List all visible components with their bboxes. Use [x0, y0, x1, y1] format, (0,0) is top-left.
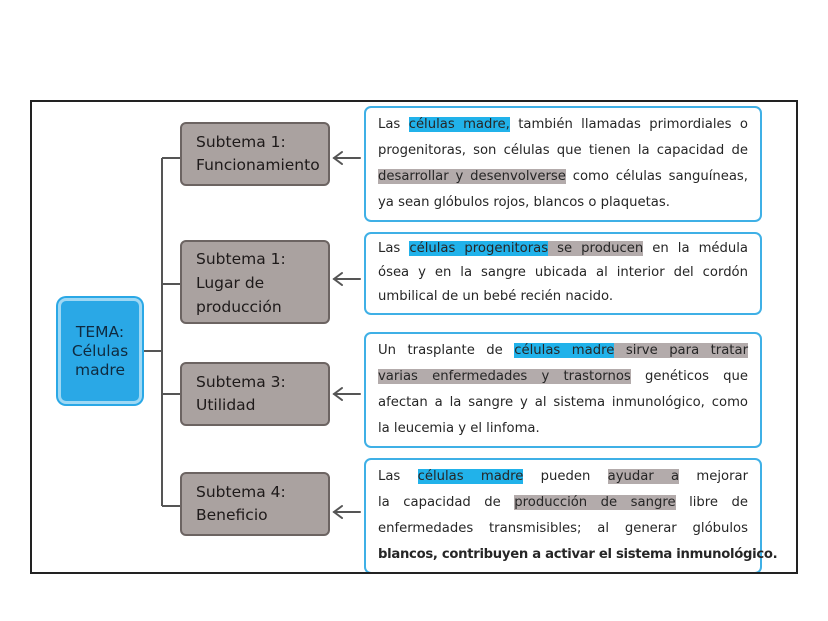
desc-text: Las: [378, 469, 418, 484]
highlight-gray: producción de sangre: [514, 495, 676, 510]
connector-lines: [142, 151, 361, 519]
highlight-gray: sirve para tratar: [614, 343, 748, 358]
subtopic-label: Utilidad: [196, 396, 256, 414]
desc-text: libre de: [675, 495, 749, 510]
desc-text: ya sean glóbulos rojos, blancos o plaque…: [378, 195, 670, 210]
desc-text: pueden: [523, 469, 608, 484]
subtopic-label: Lugar de: [196, 274, 265, 292]
arrow-left-icon: [332, 151, 361, 165]
desc-text: en la médula: [643, 241, 749, 256]
highlight-gray: varias enfermedades y trastornos: [378, 369, 631, 384]
desc-text: genéticos que: [630, 369, 748, 384]
subtopic-node-lugar-produccion: Subtema 1: Lugar de producción: [180, 240, 330, 324]
scribble-mark: [586, 572, 756, 574]
desc-text: progenitoras, son células que tienen la …: [378, 143, 748, 158]
subtopic-node-utilidad: Subtema 3: Utilidad: [180, 362, 330, 426]
subtopic-node-funcionamiento: Subtema 1: Funcionamiento: [180, 122, 330, 186]
arrow-left-icon: [332, 505, 361, 519]
desc-text: también llamadas primordiales o: [509, 117, 748, 132]
subtopic-title: Subtema 3:: [196, 373, 286, 391]
desc-text: Las: [378, 117, 409, 132]
highlight-blue: células madre: [514, 343, 615, 358]
highlight-gray: desarrollar y desenvolverse: [378, 169, 566, 184]
highlight-blue: células progenitoras: [409, 241, 549, 256]
subtopic-title: Subtema 1:: [196, 133, 286, 151]
description-box-utilidad: Un trasplante de células madre sirve par…: [364, 332, 762, 448]
topic-line: TEMA:: [75, 322, 125, 341]
highlight-blue: células madre: [417, 469, 524, 484]
topic-line: madre: [74, 360, 125, 379]
topic-line: Células: [71, 341, 129, 360]
subtopic-node-beneficio: Subtema 4: Beneficio: [180, 472, 330, 536]
subtopic-title: Subtema 1:: [196, 250, 286, 268]
desc-text: mejorar: [679, 469, 748, 484]
arrow-left-icon: [332, 272, 361, 286]
subtopic-label: producción: [196, 298, 282, 316]
highlight-gray: ayudar a: [607, 469, 680, 484]
desc-text: la leucemia y el linfoma.: [378, 421, 540, 436]
main-topic-node: TEMA: Células madre: [58, 298, 142, 404]
description-box-lugar-produccion: Las células progenitoras se producen en …: [364, 232, 762, 315]
desc-text: ósea y en la sangre ubicada al interior …: [378, 265, 748, 280]
subtopic-label: Beneficio: [196, 506, 268, 524]
highlight-blue: células madre,: [408, 117, 510, 132]
desc-text: Las: [378, 241, 410, 256]
desc-text: como células sanguíneas,: [565, 169, 748, 184]
description-box-beneficio: Las células madre pueden ayudar a mejora…: [364, 458, 778, 572]
concept-map-frame: TEMA: Células madre Subtema 1: Funcionam…: [30, 100, 798, 574]
desc-text: enfermedades transmisibles; al generar g…: [378, 521, 748, 536]
desc-text: la capacidad de: [378, 495, 515, 510]
desc-text: umbilical de un bebé recién nacido.: [378, 289, 614, 304]
subtopic-title: Subtema 4:: [196, 483, 286, 501]
arrow-left-icon: [332, 387, 361, 401]
description-box-funcionamiento: Las células madre, también llamadas prim…: [364, 106, 762, 222]
highlight-gray: se producen: [548, 241, 644, 256]
desc-text: blancos, contribuyen a activar el sistem…: [378, 547, 778, 562]
desc-text: afectan a la sangre y al sistema inmunol…: [378, 395, 748, 410]
subtopic-label: Funcionamiento: [196, 156, 320, 174]
desc-text: Un trasplante de: [378, 343, 515, 358]
